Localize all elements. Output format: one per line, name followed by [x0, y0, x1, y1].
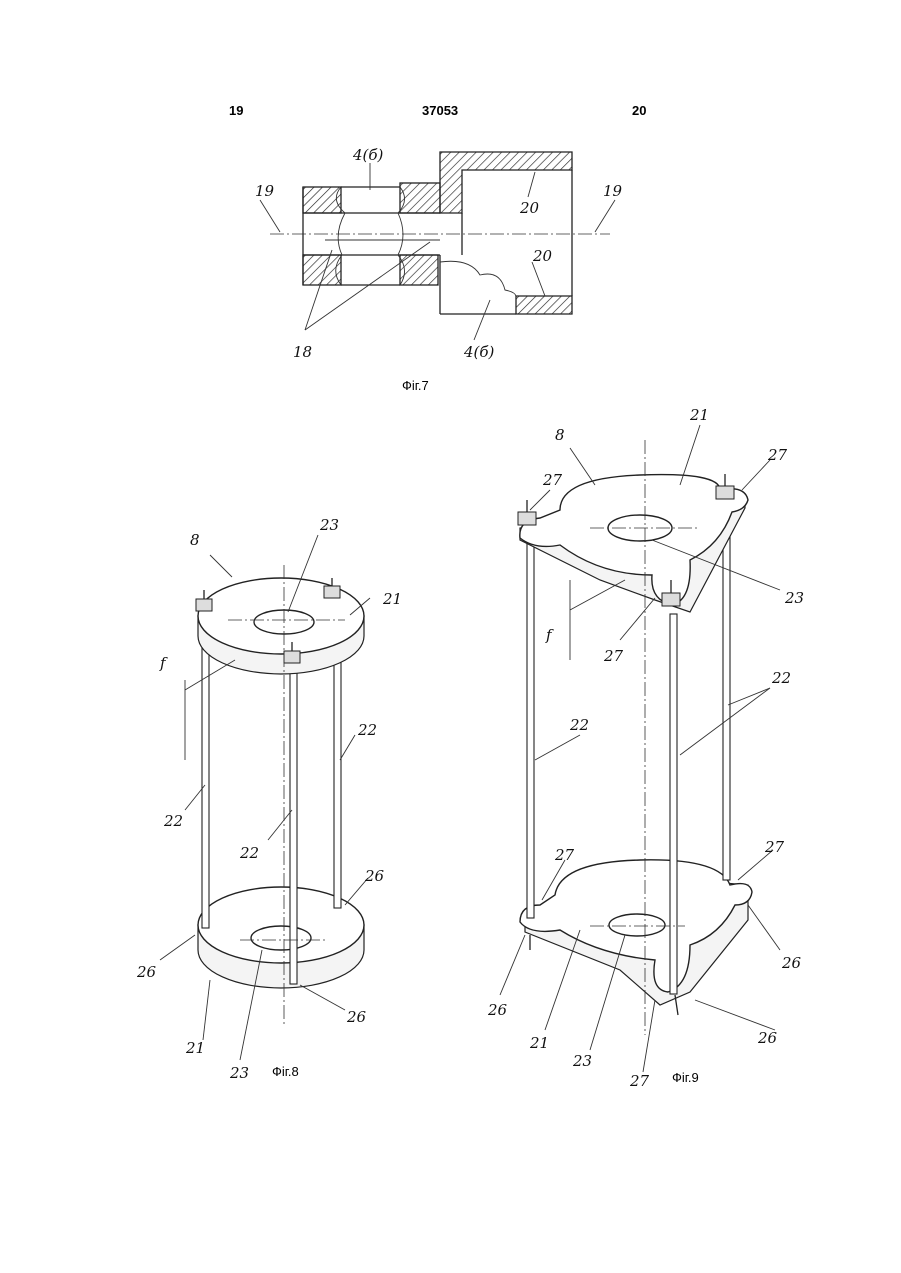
fig9-label-plate-bottom: 21 — [529, 1034, 549, 1052]
fig9-label-socket-front: 26 — [757, 1029, 778, 1047]
fig9-label-hole-top: 23 — [784, 589, 804, 607]
fig9-label-assembly: 8 — [555, 426, 565, 444]
figure-9-caption: Фіг.9 — [672, 1070, 699, 1085]
fig9-label-hole-bottom: 23 — [572, 1052, 592, 1070]
fig9-label-lug-front: 27 — [629, 1072, 650, 1090]
fig9-label-lug-right: 27 — [764, 838, 785, 856]
fig9-label-section: f — [545, 626, 554, 644]
fig9-label-socket-left: 26 — [487, 1001, 508, 1019]
fig9-label-nut-front: 27 — [603, 647, 624, 665]
fig9-label-socket-right: 26 — [781, 954, 802, 972]
fig9-label-rods-right: 22 — [771, 669, 791, 687]
fig9-label-nut-left: 27 — [542, 471, 563, 489]
fig9-label-nut-right: 27 — [767, 446, 788, 464]
fig9-label-plate-top: 21 — [689, 406, 709, 424]
fig9-label-lug-left: 27 — [554, 846, 575, 864]
fig9-label-rod-left: 22 — [569, 716, 589, 734]
